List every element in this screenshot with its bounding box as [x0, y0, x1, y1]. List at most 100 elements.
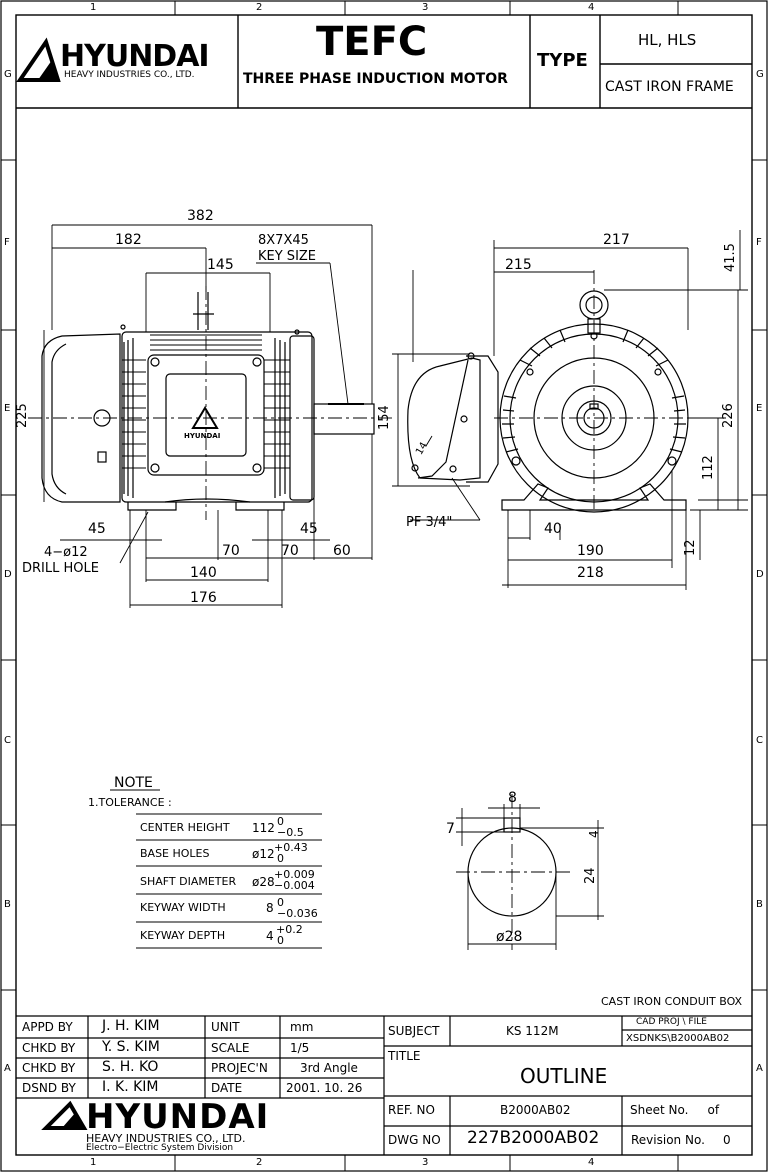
tb-name-0: J. H. KIM — [102, 1018, 160, 1034]
tol-upper-1: +0.43 — [274, 841, 308, 854]
hyundai-logo-footer-icon — [41, 1100, 88, 1130]
tb-subject-label: SUBJECT — [388, 1024, 440, 1038]
dim-382: 382 — [187, 208, 214, 224]
shaft-dim-4: 4 — [587, 830, 601, 838]
dim-112: 112 — [701, 455, 716, 480]
tol-label-4: KEYWAY DEPTH — [140, 929, 226, 942]
col-label-2: 2 — [256, 2, 263, 13]
dim-45-left: 45 — [88, 521, 106, 537]
col-label-4: 4 — [588, 2, 595, 13]
tb-rev-label: Revision No. — [631, 1133, 705, 1147]
dim-41-5: 41.5 — [723, 243, 738, 272]
row-label-a-right: A — [756, 1063, 763, 1074]
tb-role-2: CHKD BY — [22, 1061, 76, 1075]
tol-lower-3: −0.036 — [277, 907, 318, 920]
tol-nominal-4: 4 — [266, 929, 274, 943]
dim-218: 218 — [577, 565, 604, 581]
row-label-f: F — [4, 237, 10, 248]
frame-value: CAST IRON FRAME — [605, 79, 734, 95]
tb-name-2: S. H. KO — [102, 1059, 159, 1075]
tb-ref-value: B2000AB02 — [500, 1103, 571, 1117]
col-label-1-bottom: 1 — [90, 1157, 97, 1168]
tb-ref-label: REF. NO — [388, 1103, 435, 1117]
dim-190: 190 — [577, 543, 604, 559]
tb-dwg-value: 227B2000AB02 — [467, 1128, 600, 1148]
dim-145: 145 — [207, 257, 234, 273]
tb-cad-label: CAD PROJ \ FILE — [636, 1017, 707, 1027]
dim-226: 226 — [721, 403, 736, 428]
tb-field-3: DATE — [211, 1081, 243, 1095]
caption-conduit-box: CAST IRON CONDUIT BOX — [601, 995, 743, 1008]
tb-rev-value: 0 — [723, 1133, 731, 1147]
drawing-subtitle: THREE PHASE INDUCTION MOTOR — [243, 71, 508, 87]
dim-182: 182 — [115, 232, 142, 248]
tol-upper-0: 0 — [277, 815, 284, 828]
dim-70-right: 70 — [281, 543, 299, 559]
dim-225: 225 — [15, 403, 30, 428]
conduit-pf: PF 3/4" — [406, 515, 453, 530]
dim-45-right: 45 — [300, 521, 318, 537]
tb-value-1: 1/5 — [290, 1041, 310, 1055]
dim-140: 140 — [190, 565, 217, 581]
dim-217: 217 — [603, 232, 630, 248]
dim-176: 176 — [190, 590, 217, 606]
tb-role-1: CHKD BY — [22, 1041, 76, 1055]
shaft-dim-8: 8 — [508, 790, 517, 806]
col-label-1: 1 — [90, 2, 97, 13]
tol-upper-4: +0.2 — [276, 923, 303, 936]
col-label-3-bottom: 3 — [422, 1157, 429, 1168]
dim-60: 60 — [333, 543, 351, 559]
tol-lower-2: −0.004 — [274, 879, 315, 892]
tol-upper-2: +0.009 — [274, 868, 315, 881]
type-value: HL, HLS — [638, 31, 697, 49]
tb-brand-sub2: Electro−Electric System Division — [86, 1143, 234, 1153]
tb-name-1: Y. S. KIM — [102, 1039, 160, 1055]
tol-label-0: CENTER HEIGHT — [140, 821, 230, 834]
tb-role-0: APPD BY — [22, 1020, 73, 1034]
tb-value-2: 3rd Angle — [300, 1061, 358, 1075]
tol-lower-0: −0.5 — [277, 826, 304, 839]
row-label-b: B — [4, 899, 11, 910]
dim-40: 40 — [544, 521, 562, 537]
tb-title-label: TITLE — [388, 1049, 421, 1063]
tol-lower-1: 0 — [277, 852, 284, 865]
row-label-d-right: D — [756, 569, 764, 580]
tb-cad-value: XSDNKS\B2000AB02 — [626, 1033, 730, 1044]
shaft-dia: ø28 — [496, 929, 523, 945]
header-brand: HYUNDAI — [60, 39, 210, 74]
dim-154: 154 — [377, 405, 392, 430]
tb-name-3: I. K. KIM — [102, 1079, 159, 1095]
row-label-a: A — [4, 1063, 11, 1074]
tol-lower-4: 0 — [277, 934, 284, 947]
shaft-dim-7: 7 — [446, 821, 455, 837]
row-label-d: D — [4, 569, 12, 580]
drawing-title: TEFC — [316, 19, 428, 65]
tol-label-3: KEYWAY WIDTH — [140, 901, 226, 914]
row-label-e-right: E — [756, 403, 763, 414]
shaft-dim-24: 24 — [583, 867, 598, 884]
key-size-1: 8X7X45 — [258, 233, 309, 248]
tb-subject-value: KS 112M — [506, 1024, 559, 1038]
tb-sheet-label: Sheet No. of — [630, 1103, 720, 1117]
row-label-c: C — [4, 735, 11, 746]
tol-upper-3: 0 — [277, 896, 284, 909]
tb-field-1: SCALE — [211, 1041, 250, 1055]
tb-brand-sub1: HEAVY INDUSTRIES CO., LTD. — [86, 1132, 246, 1145]
tol-label-2: SHAFT DIAMETER — [140, 875, 237, 888]
type-label: TYPE — [537, 50, 588, 71]
tb-title-value: OUTLINE — [520, 1064, 608, 1088]
tol-nominal-3: 8 — [266, 901, 274, 915]
header-brand-sub: HEAVY INDUSTRIES CO., LTD. — [64, 70, 195, 80]
tb-dwg-label: DWG NO — [388, 1133, 441, 1147]
tb-value-3: 2001. 10. 26 — [286, 1081, 363, 1095]
tol-label-1: BASE HOLES — [140, 847, 210, 860]
row-label-f-right: F — [756, 237, 762, 248]
svg-text:HYUNDAI: HYUNDAI — [184, 432, 220, 440]
row-label-g-right: G — [756, 69, 764, 80]
dim-215: 215 — [505, 257, 532, 273]
tol-nominal-0: 112 — [252, 821, 275, 835]
tol-nominal-1: ø12 — [252, 847, 275, 861]
col-label-2-bottom: 2 — [256, 1157, 263, 1168]
drill-hole-1: 4−ø12 — [44, 545, 88, 560]
